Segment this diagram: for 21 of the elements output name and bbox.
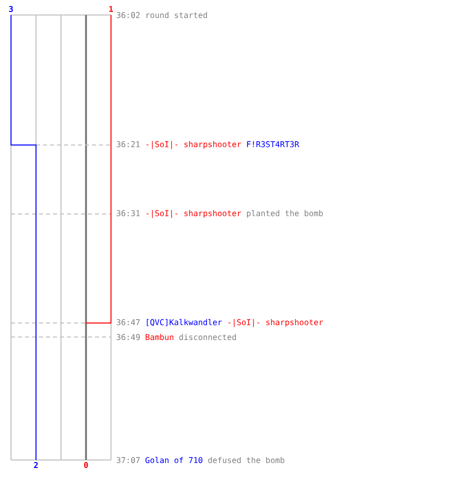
player-name: -|SoI|- sharpshooter (228, 319, 323, 327)
timestamp: 37:07 (116, 457, 140, 464)
column-number: 3 (9, 6, 13, 12)
timestamp: 36:49 (116, 334, 140, 340)
column-number: 1 (109, 6, 114, 12)
player-name: -|SoI|- sharpshooter (146, 141, 242, 149)
event-text: defused the bomb (208, 456, 284, 464)
timestamp: 36:47 (116, 319, 140, 326)
timestamp: 36:31 (116, 210, 140, 216)
event-text: disconnected (179, 334, 236, 340)
timestamp: 36:02 (116, 12, 140, 18)
player-name: [QVC]Kalkwandler (146, 319, 222, 326)
event-text: round started (146, 12, 207, 18)
timestamp: 36:21 (116, 141, 140, 148)
column-number: 0 (84, 462, 88, 468)
player-name: F!R3ST4RT3R (247, 141, 300, 148)
player-name: -|SoI|- sharpshooter (146, 210, 242, 218)
column-number: 2 (34, 462, 38, 468)
player-name: Bambun (146, 334, 174, 340)
event-text: planted the bomb (246, 210, 323, 218)
player-name: Golan of 710 (146, 456, 202, 464)
